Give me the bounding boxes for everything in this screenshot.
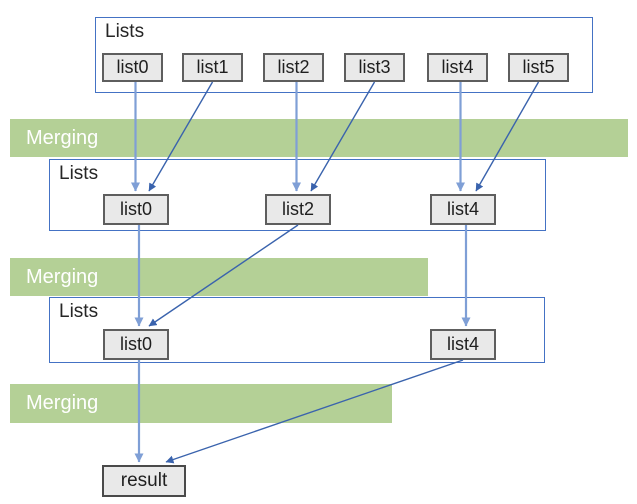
list-box: list0 (103, 194, 169, 225)
merging-band-label: Merging (26, 265, 99, 288)
list-box: list3 (344, 53, 405, 82)
lists-frame-label: Lists (59, 163, 99, 184)
list-box: list2 (265, 194, 331, 225)
merging-band: Merging (10, 384, 392, 423)
merging-band: Merging (10, 119, 628, 157)
merging-band: Merging (10, 258, 428, 296)
list-box: list1 (182, 53, 243, 82)
lists-frame-label: Lists (59, 301, 99, 322)
list-box: list4 (430, 329, 496, 360)
result-box: result (102, 465, 186, 497)
list-box: list0 (102, 53, 163, 82)
list-box: list4 (427, 53, 488, 82)
lists-frame-label: Lists (105, 21, 145, 42)
list-box: list4 (430, 194, 496, 225)
list-box: list5 (508, 53, 569, 82)
list-box: list0 (103, 329, 169, 360)
merging-band-label: Merging (26, 126, 99, 149)
merging-band-label: Merging (26, 392, 99, 414)
list-box: list2 (263, 53, 324, 82)
